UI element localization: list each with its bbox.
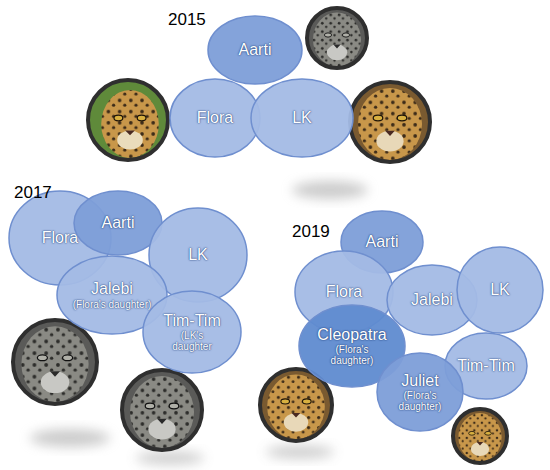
leopard-name: Tim-Tim <box>163 312 220 330</box>
leopard-ellipse: Flora <box>169 78 261 158</box>
leopard-ellipse: LK <box>250 78 354 158</box>
leopard-name: Aarti <box>366 233 399 251</box>
leopard-name: LK <box>188 246 208 264</box>
year-label: 2019 <box>292 222 330 242</box>
leopard-ellipse: Juliet(Flora's daughter) <box>376 352 464 432</box>
leopard-name: Tim-Tim <box>457 357 514 375</box>
leopard-name: Juliet <box>401 372 438 390</box>
leopard-name: Cleopatra <box>317 326 386 344</box>
year-label: 2015 <box>168 10 206 30</box>
leopard-ellipse: LK <box>456 246 544 334</box>
year-label: 2017 <box>14 183 52 203</box>
leopard-name: Jalebi <box>91 280 133 298</box>
leopard-name: Flora <box>197 109 233 127</box>
leopard-ellipse: Aarti <box>207 15 303 85</box>
leopard-ellipse: Tim-Tim(LK's daughter <box>142 290 242 374</box>
relation-note: (LK's daughter <box>167 330 217 352</box>
leopard-name: Flora <box>42 229 78 247</box>
leopard-name: LK <box>490 281 510 299</box>
relation-note: (Flora's daughter) <box>396 390 444 412</box>
leopard-name: Aarti <box>239 41 272 59</box>
leopard-name: Jalebi <box>411 291 453 309</box>
leopard-name: Aarti <box>102 214 135 232</box>
leopard-name: LK <box>292 109 312 127</box>
leopard-name: Flora <box>326 283 362 301</box>
relation-note: (Flora's daughter) <box>328 344 376 366</box>
relation-note: (Flora's daughter) <box>73 299 152 310</box>
